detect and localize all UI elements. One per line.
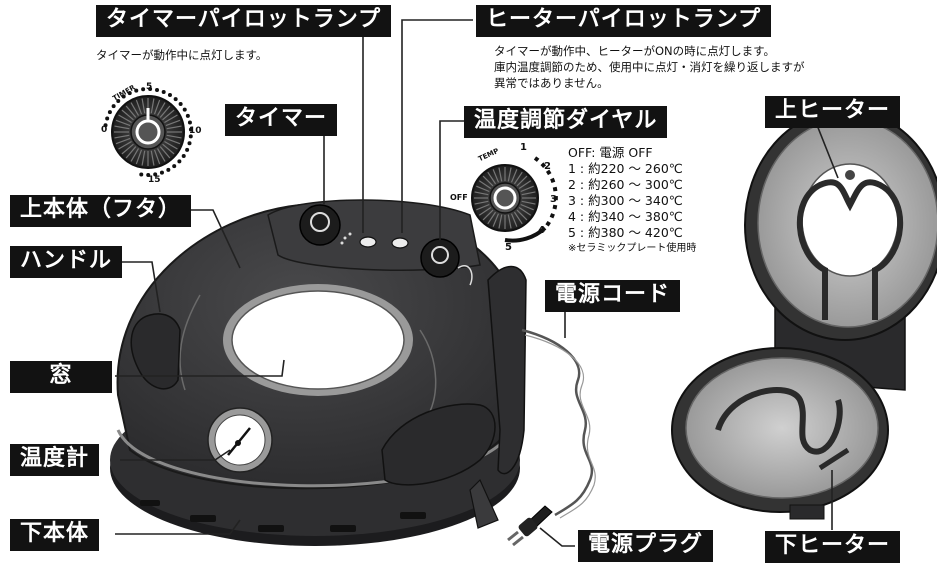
- power-cord: [507, 328, 596, 547]
- temp-mark-2: 2: [544, 161, 551, 172]
- temp-knob: [420, 238, 460, 278]
- power-plug: [518, 517, 538, 537]
- label-thermometer: 温度計: [10, 444, 100, 476]
- open-oven-view: [671, 109, 937, 520]
- base-vents: [140, 500, 426, 532]
- temp-dial-detail: [471, 156, 558, 243]
- label-lid: 上本体（フタ）: [10, 195, 192, 227]
- note-heater-lamp-3: 異常ではありません。: [494, 76, 609, 90]
- temp-mark-off: OFF: [450, 193, 468, 202]
- label-heater-lamp: ヒーターパイロットランプ: [476, 5, 772, 37]
- temp-row: 2 : 約260 ～ 300℃: [568, 177, 683, 192]
- note-heater-lamp-2: 庫内温度調節のため、使用中に点灯・消灯を繰り返しますが: [494, 60, 805, 74]
- temp-row: 3 : 約300 ～ 340℃: [568, 193, 683, 208]
- timer-pilot-lamp: [359, 236, 377, 248]
- timer-mark-15: 15: [148, 175, 161, 185]
- window-glass: [231, 290, 405, 390]
- label-top-heater: 上ヒーター: [765, 96, 901, 128]
- temp-mark-1: 1: [520, 142, 527, 153]
- timer-mark-0: 0: [101, 125, 108, 135]
- note-timer-lamp: タイマーが動作中に点灯します。: [96, 48, 268, 62]
- label-base: 下本体: [10, 519, 100, 551]
- temp-row: OFF: 電源 OFF: [568, 145, 653, 160]
- label-bottom-heater: 下ヒーター: [765, 531, 901, 563]
- note-heater-lamp-1: タイマーが動作中、ヒーターがONの時に点灯します。: [494, 44, 776, 58]
- top-heater-coil: [797, 179, 903, 320]
- bottom-heater-coil: [715, 387, 843, 455]
- temp-row: 1 : 約220 ～ 260℃: [568, 161, 683, 176]
- temp-mark-5: 5: [505, 242, 512, 253]
- front-handle: [381, 403, 496, 486]
- timer-mark-10: 10: [189, 126, 202, 136]
- temp-row: 5 : 約380 ～ 420℃: [568, 225, 683, 240]
- temp-footnote: ※セラミックプレート使用時: [568, 243, 697, 254]
- label-handle: ハンドル: [10, 246, 123, 278]
- label-window: 窓: [10, 361, 112, 393]
- label-temp-dial: 温度調節ダイヤル: [464, 106, 668, 138]
- heater-pilot-lamp: [391, 237, 409, 249]
- temp-mark-3: 3: [550, 194, 557, 205]
- label-timer-lamp: タイマーパイロットランプ: [96, 5, 392, 37]
- label-timer: タイマー: [225, 104, 338, 136]
- temp-row: 4 : 約340 ～ 380℃: [568, 209, 683, 224]
- temp-table: OFF: 電源 OFF 1 : 約220 ～ 260℃ 2 : 約260 ～ 3…: [568, 145, 696, 256]
- timer-dial-detail: [103, 87, 193, 177]
- label-cord: 電源コード: [545, 280, 681, 312]
- label-plug: 電源プラグ: [578, 530, 714, 562]
- timer-mark-5: 5: [146, 82, 153, 92]
- pizza-oven-main: [110, 199, 527, 546]
- timer-knob: [299, 204, 341, 246]
- rear-handle: [487, 265, 527, 475]
- temp-mark-4: 4: [538, 225, 545, 236]
- left-handle: [130, 313, 181, 390]
